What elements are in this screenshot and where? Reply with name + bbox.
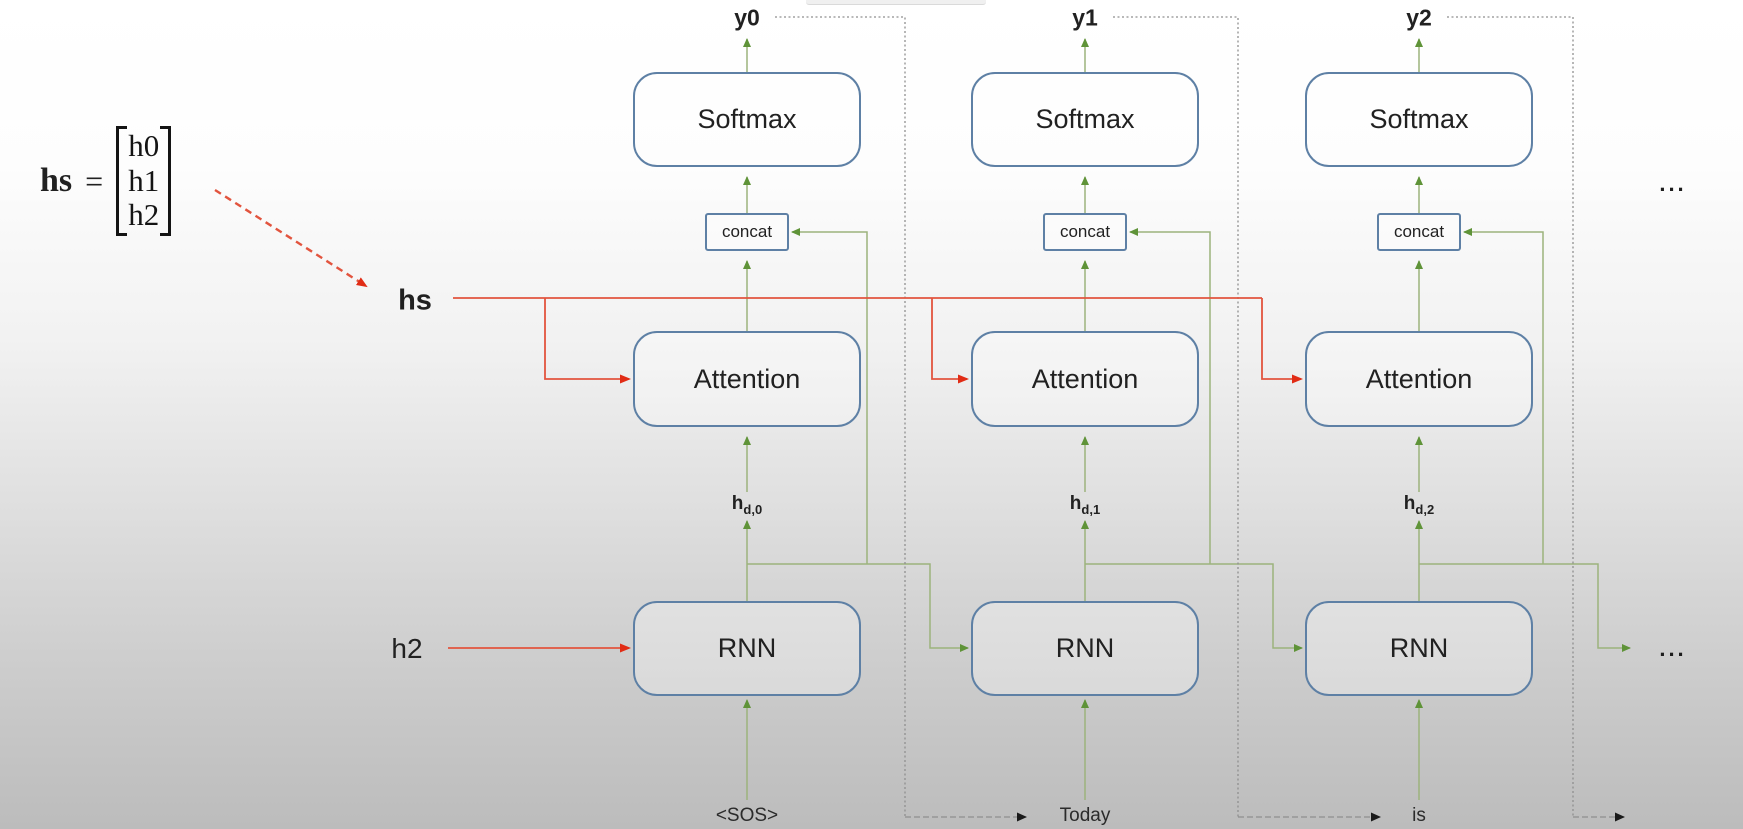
wire-hidden-to-concat-0 <box>791 228 868 564</box>
wire-hs-to-attention-0 <box>544 298 631 384</box>
matrix-lhs: hs <box>40 162 73 200</box>
matrix-rows: h0 h1 h2 <box>126 128 161 233</box>
softmax-box-label: Softmax <box>1035 104 1135 134</box>
concat-box-label: concat <box>721 222 773 241</box>
ellipsis-top-right-text: ... <box>1659 171 1687 196</box>
softmax-box-label: Softmax <box>1369 104 1469 134</box>
rnn-box-label: RNN <box>1389 633 1449 663</box>
attention-box-label: Attention <box>693 363 801 394</box>
hidden-state-label: hd,0 <box>732 493 762 517</box>
concat-box: concat <box>1043 213 1127 251</box>
hidden-state-base: h <box>731 493 744 514</box>
attention-box-label: Attention <box>1365 363 1473 394</box>
matrix-row-h1: h1 <box>128 162 160 198</box>
concat-box: concat <box>705 213 789 251</box>
matrix-row-h0: h0 <box>128 128 160 163</box>
input-label-text: is <box>1412 805 1426 826</box>
input-label-text: <SOS> <box>715 805 779 826</box>
rnn-box: RNN <box>633 601 861 696</box>
hs-vector-label: hs <box>398 285 432 318</box>
hidden-state-subscript: d,1 <box>1081 502 1101 517</box>
wire-hidden-recurrence-1 <box>1085 563 1303 652</box>
hs-matrix: hs = h0 h1 h2 <box>40 126 172 237</box>
wire-output-route-2 <box>1447 16 1574 817</box>
h2-state-label: h2 <box>391 633 422 665</box>
matrix-equals-sign: = <box>85 162 104 199</box>
input-label: <SOS> <box>716 805 778 827</box>
wire-output-route-0 <box>775 16 906 817</box>
output-label: y2 <box>1406 5 1432 32</box>
wire-matrix-to-hs-label <box>214 188 368 288</box>
output-label: y1 <box>1072 5 1098 32</box>
ellipsis-right-rnn: ... <box>1659 636 1686 662</box>
wire-hs-to-attention-2 <box>1261 298 1303 384</box>
hidden-state-subscript: d,2 <box>1415 502 1435 517</box>
concat-box-label: concat <box>1059 222 1111 241</box>
wire-hidden-recurrence-0 <box>747 563 969 652</box>
softmax-box-label: Softmax <box>697 104 797 134</box>
hidden-state-subscript: d,0 <box>743 502 763 517</box>
hidden-state-base: h <box>1403 493 1416 514</box>
output-label: y0 <box>734 5 760 32</box>
ellipsis-top-right: ... <box>1659 171 1686 197</box>
wire-hidden-to-concat-1 <box>1129 228 1211 564</box>
softmax-box: Softmax <box>633 72 861 167</box>
input-label: is <box>1412 805 1426 827</box>
attention-box: Attention <box>633 331 861 427</box>
output-label-text: y0 <box>734 4 760 31</box>
ellipsis-right-rnn-text: ... <box>1659 636 1687 661</box>
softmax-box: Softmax <box>971 72 1199 167</box>
concat-box-label: concat <box>1393 222 1445 241</box>
input-label-text: Today <box>1059 805 1111 826</box>
hidden-state-label: hd,1 <box>1070 493 1100 517</box>
attention-box: Attention <box>1305 331 1533 427</box>
rnn-box: RNN <box>1305 601 1533 696</box>
wire-output-route-1 <box>1113 16 1239 817</box>
cropped-shape-top <box>806 0 986 5</box>
hidden-state-label: hd,2 <box>1404 493 1434 517</box>
concat-box: concat <box>1377 213 1461 251</box>
wire-hidden-to-concat-2 <box>1463 228 1544 564</box>
h2-state-label-text: h2 <box>391 633 423 664</box>
attention-box-label: Attention <box>1031 363 1139 394</box>
input-label: Today <box>1060 805 1111 827</box>
rnn-box: RNN <box>971 601 1199 696</box>
matrix-bracket: h0 h1 h2 <box>116 126 172 237</box>
matrix-row-h2: h2 <box>128 197 160 233</box>
hs-vector-label-text: hs <box>398 284 432 317</box>
attention-box: Attention <box>971 331 1199 427</box>
wire-hs-to-attention-1 <box>931 298 969 384</box>
hidden-state-base: h <box>1069 493 1082 514</box>
rnn-box-label: RNN <box>1055 633 1115 663</box>
output-label-text: y1 <box>1072 4 1098 31</box>
softmax-box: Softmax <box>1305 72 1533 167</box>
rnn-box-label: RNN <box>717 633 777 663</box>
output-label-text: y2 <box>1406 4 1432 31</box>
wire-hidden-recurrence-2 <box>1419 563 1631 652</box>
